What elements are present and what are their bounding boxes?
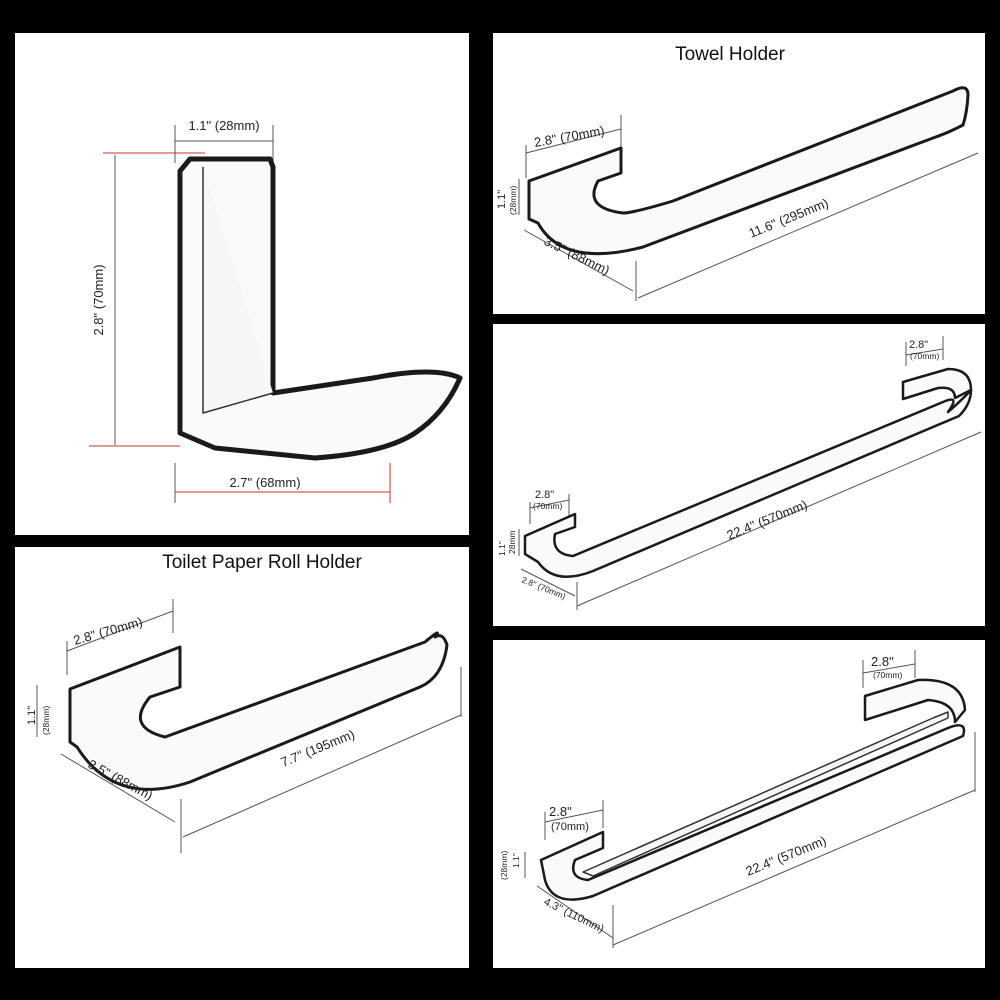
bar1-depth-label: 2.8" (70mm) (520, 575, 567, 602)
paper-plate-height-mm: (28mm) (41, 706, 51, 735)
dim-line (862, 663, 916, 674)
bar2-front-rail (539, 724, 966, 901)
bar2-left-plate-mm: (70mm) (551, 821, 589, 833)
bar1-plate-height-mm: 28mm (507, 530, 517, 554)
hook-diagram: 1.1" (28mm) 2.8" (70mm) 2.7" (68mm) (89, 118, 463, 503)
dim-line (536, 885, 614, 939)
towel-plate-height-mm: (28mm) (508, 186, 518, 215)
bar1-right-plate-in: 2.8" (909, 339, 928, 351)
towel-holder-title: Towel Holder (675, 44, 785, 65)
bar2-plate-height-mm: (28mm) (499, 851, 509, 880)
paper-holder-body (68, 631, 449, 791)
bar2-plate-height-in: 1.1" (511, 853, 521, 868)
dim-line (544, 809, 604, 823)
hook-edge (202, 167, 274, 414)
dim-line (905, 348, 944, 356)
double-towel-bar-panel: 2.8" (70mm) 2.8" (70mm) (28mm) 1.1" 4.3"… (493, 640, 985, 968)
hook-width-label: 1.1" (28mm) (188, 118, 259, 133)
paper-plate-height-in: 1.1" (26, 706, 38, 725)
bar1-left-plate-mm: (70mm) (533, 501, 562, 511)
towel-plate-height-in: 1.1" (496, 190, 508, 209)
paper-holder-diagram: Toilet Paper Roll Holder 2.8" (70mm) 1.1… (26, 552, 462, 853)
bar1-plate-height-in: 1.1" (497, 541, 507, 556)
bar2-right-bracket (863, 678, 967, 724)
paper-holder-title: Toilet Paper Roll Holder (162, 552, 362, 573)
dim-line (523, 229, 634, 292)
towel-holder-diagram: Towel Holder 2.8" (70mm) 1.1" (28mm) 3.5… (496, 44, 979, 301)
dim-line (576, 431, 982, 607)
bar1-left-plate-in: 2.8" (535, 489, 554, 501)
towel-holder-body (527, 86, 970, 256)
bar1-right-plate-mm: (70mm) (910, 351, 939, 361)
single-towel-bar-diagram: 2.8" (70mm) 2.8" (70mm) 1.1" 28mm 2.8" (… (497, 336, 982, 610)
bar2-depth-label: 4.3" (110mm) (542, 896, 606, 935)
dim-line (612, 789, 976, 946)
towel-holder-panel: Towel Holder 2.8" (70mm) 1.1" (28mm) 3.5… (493, 33, 985, 314)
hook-panel: 1.1" (28mm) 2.8" (70mm) 2.7" (68mm) (15, 33, 469, 535)
bar2-right-plate-mm: (70mm) (873, 670, 902, 680)
dim-line (60, 753, 176, 823)
dim-line (66, 610, 174, 652)
bar1-body (523, 388, 973, 578)
hook-depth-label: 2.7" (68mm) (229, 475, 300, 490)
dim-line (529, 499, 570, 509)
double-towel-bar-diagram: 2.8" (70mm) 2.8" (70mm) (28mm) 1.1" 4.3"… (499, 650, 976, 948)
paper-plate-width-label: 2.8" (70mm) (72, 614, 144, 648)
bar2-right-plate-in: 2.8" (871, 654, 894, 669)
bar2-left-plate-in: 2.8" (549, 804, 572, 819)
hook-height-label: 2.8" (70mm) (91, 264, 106, 335)
dim-line (520, 568, 576, 597)
paper-holder-panel: Toilet Paper Roll Holder 2.8" (70mm) 1.1… (15, 547, 469, 968)
bar2-back-rail (582, 711, 949, 877)
bar1-right-bracket (901, 367, 973, 401)
single-towel-bar-panel: 2.8" (70mm) 2.8" (70mm) 1.1" 28mm 2.8" (… (493, 324, 985, 626)
dim-line (525, 128, 622, 154)
dim-line (182, 714, 462, 838)
dim-line (637, 152, 979, 299)
towel-plate-width-label: 2.8" (70mm) (533, 123, 606, 150)
bar2-length-label: 22.4" (570mm) (744, 833, 829, 879)
